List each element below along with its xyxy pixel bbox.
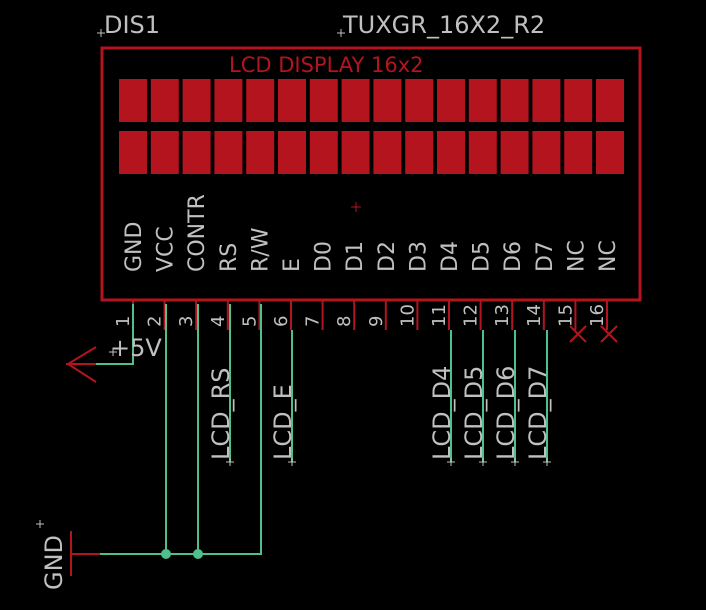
center-cross: [351, 202, 361, 212]
pin-number: 4: [208, 316, 229, 327]
plus5v-arrow-icon: [66, 346, 97, 383]
lcd-char-cell: [341, 79, 370, 122]
net-label-crosses: [226, 458, 551, 466]
pin-number: 9: [366, 316, 387, 327]
pin-label: D1: [343, 241, 368, 272]
lcd-character-cells: [119, 79, 624, 174]
plus5v-cross: [109, 348, 117, 356]
gnd-cross: [36, 520, 44, 528]
lcd-char-cell: [532, 131, 561, 174]
lcd-char-cell: [278, 131, 306, 174]
pin-number: 1: [113, 316, 134, 327]
net-label-lcd-e: LCD_E: [269, 384, 297, 460]
lcd-char-cell: [596, 131, 624, 174]
pin-number: 16: [587, 304, 608, 327]
pin-label: D6: [501, 241, 526, 272]
pin-label: CONTR: [185, 194, 210, 272]
gnd-label: GND: [40, 535, 68, 590]
lcd-char-cell: [437, 131, 465, 174]
lcd-char-cell: [119, 79, 147, 122]
lcd-char-cell: [437, 79, 465, 122]
lcd-char-cell: [532, 79, 561, 122]
pin-label: NC: [596, 240, 621, 272]
pin-label: VCC: [154, 226, 179, 272]
lcd-char-cell: [468, 131, 497, 174]
net-label-lcd-d7: LCD_D7: [524, 366, 552, 460]
lcd-char-cell: [119, 131, 147, 174]
pin-number: 5: [239, 316, 260, 327]
pin-number: 11: [429, 304, 450, 327]
lcd-title: LCD DISPLAY 16x2: [229, 53, 424, 77]
lcd-char-cell: [246, 79, 275, 122]
lcd-char-cell: [246, 131, 275, 174]
pin-label: D7: [533, 241, 558, 272]
plus5v-label: +5V: [110, 334, 162, 362]
lcd-char-cell: [341, 131, 370, 174]
junction-dot: [193, 549, 203, 559]
lcd-char-cell: [150, 79, 179, 122]
part-value: TUXGR_16X2_R2: [342, 11, 545, 39]
lcd-char-cell: [500, 131, 529, 174]
wires: [73, 304, 548, 555]
no-connect-icon: [600, 325, 618, 343]
pin-label: D5: [470, 241, 495, 272]
lcd-char-cell: [214, 131, 243, 174]
pin-number: 7: [303, 316, 324, 327]
pin-number: 12: [461, 304, 482, 327]
pin-label: R/W: [248, 227, 273, 272]
junction-dot: [161, 549, 171, 559]
pin-label: RS: [217, 243, 242, 272]
lcd-char-cell: [278, 79, 306, 122]
lcd-char-cell: [500, 79, 529, 122]
net-label-lcd-d4: LCD_D4: [428, 366, 456, 460]
lcd-char-cell: [214, 79, 243, 122]
pin-number: 3: [176, 316, 197, 327]
pin-label: D4: [438, 241, 463, 272]
net-label-lcd-d6: LCD_D6: [492, 366, 520, 460]
pin-number: 6: [271, 316, 292, 327]
lcd-char-cell: [405, 79, 434, 122]
pin-label: E: [280, 258, 305, 272]
wire-pin5: [73, 304, 262, 555]
lcd-char-cell: [309, 131, 338, 174]
pin-label: NC: [564, 240, 589, 272]
pin-number: 2: [145, 316, 166, 327]
lcd-char-cell: [150, 131, 179, 174]
lcd-char-cell: [309, 79, 338, 122]
lcd-char-cell: [373, 79, 402, 122]
pin-label: D3: [406, 241, 431, 272]
pin-number: 15: [555, 304, 576, 327]
part-name: DIS1: [104, 11, 160, 39]
pin-number: 10: [397, 304, 418, 327]
lcd-char-cell: [564, 131, 593, 174]
pin-number: 8: [334, 316, 355, 327]
lcd-char-cell: [373, 131, 402, 174]
lcd-char-cell: [405, 131, 434, 174]
lcd-char-cell: [182, 131, 211, 174]
lcd-body-outline: [100, 46, 642, 302]
origin-cross-value: [337, 29, 345, 37]
lcd-char-cell: [564, 79, 593, 122]
ground-symbol-icon: [70, 531, 100, 576]
pin-label: D2: [375, 241, 400, 272]
net-label-lcd-d5: LCD_D5: [460, 366, 488, 460]
origin-cross-name: [97, 29, 105, 37]
pin-label: D0: [312, 241, 337, 272]
no-connect-icon: [569, 325, 587, 343]
pin-number: 13: [492, 304, 513, 327]
lcd-char-cell: [596, 79, 624, 122]
lcd-char-cell: [468, 79, 497, 122]
lcd-char-cell: [182, 79, 211, 122]
pin-number: 14: [524, 304, 545, 327]
pin-label: GND: [122, 222, 147, 272]
net-label-lcd-rs: LCD_RS: [207, 367, 235, 460]
